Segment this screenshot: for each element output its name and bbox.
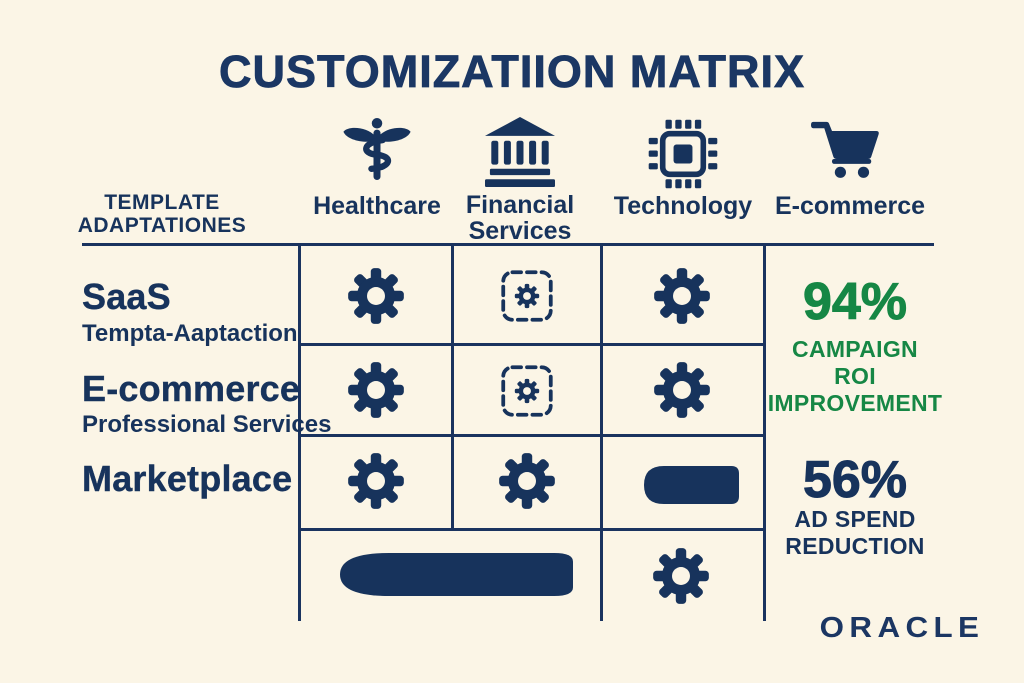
column-header-ecommerce: E-commerce (774, 192, 926, 220)
corner-label: TEMPLATE ADAPTATIONES (77, 191, 247, 238)
caduceus-icon (342, 117, 412, 187)
stat-campaign-roi-label: CAMPAIGN ROI IMPROVEMENT (767, 336, 943, 417)
gear-icon (347, 361, 405, 419)
pill-bar (644, 466, 739, 504)
grid-top-rule (82, 243, 934, 246)
grid-vertical-rule-1 (298, 243, 301, 621)
column-header-healthcare: Healthcare (313, 192, 441, 220)
row-sublabel-ecommerce: Professional Services (82, 411, 332, 438)
gear-icon (347, 452, 405, 510)
dashed-gear-icon (500, 364, 554, 418)
gear-icon (498, 452, 556, 510)
grid-row-rule-2 (298, 434, 766, 437)
grid-row-rule-1 (298, 343, 766, 346)
stat-ad-spend-value: 56% (802, 451, 908, 510)
row-label-saas: SaaS (82, 276, 171, 317)
gear-icon (653, 267, 711, 325)
column-header-financial-services: Financial Services (465, 191, 575, 246)
stat-campaign-roi-value: 94% (802, 273, 908, 332)
chip-icon (648, 119, 718, 189)
grid-vertical-rule-4 (763, 243, 766, 621)
cart-icon (811, 117, 881, 187)
gear-icon (653, 361, 711, 419)
page-title: CUSTOMIZATIION MATRIX (219, 46, 805, 98)
grid-vertical-rule-2 (451, 243, 454, 531)
gear-icon (652, 547, 710, 605)
gear-icon (347, 267, 405, 325)
grid-row-rule-3 (298, 528, 766, 531)
row-label-marketplace: Marketplace (82, 458, 293, 499)
wide-pill-bar (340, 553, 573, 596)
stat-ad-spend-label: AD SPEND REDUCTION (785, 506, 925, 560)
column-header-technology: Technology (613, 192, 753, 220)
bank-icon (485, 117, 555, 187)
dashed-gear-icon (500, 269, 554, 323)
row-label-ecommerce: E-commerce (82, 368, 301, 409)
row-sublabel-saas: Tempta-Aaptaction (82, 320, 298, 347)
oracle-logo: ORACLE (819, 612, 985, 644)
grid-vertical-rule-3 (600, 243, 603, 621)
